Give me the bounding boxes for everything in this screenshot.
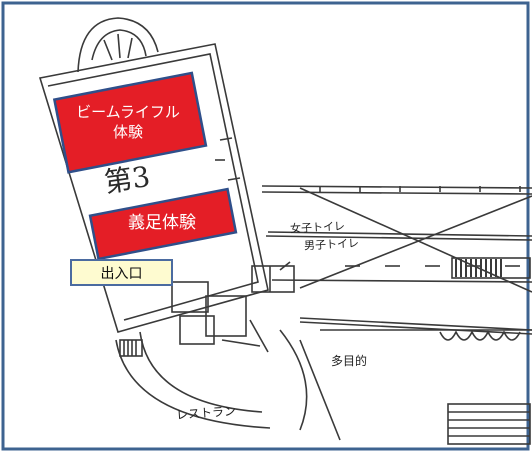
restaurant-curve-outer (115, 339, 271, 429)
prosthetic-label: 義足体験 (128, 212, 196, 233)
beam-life-label: ビームライフル 体験 (76, 102, 180, 141)
restaurant-curve-inner (139, 331, 263, 413)
entrance-label: 出入口 (70, 259, 173, 286)
bleacher-stripes (455, 259, 502, 277)
wavy-wall (439, 330, 521, 341)
plaza-curve (279, 329, 308, 431)
hall-outline (38, 43, 269, 333)
beam-life-box (52, 71, 208, 174)
stage-block (451, 257, 531, 279)
tower-cap-outline (77, 17, 159, 73)
women-toilet-label: 女子トイレ (289, 219, 346, 236)
hall-inner-wall (47, 53, 259, 321)
multipurpose-label: 多目的 (331, 354, 368, 368)
plan-linework (38, 17, 532, 445)
hall-diagonal-a (299, 187, 532, 293)
men-toilet-label: 男子トイレ (303, 236, 360, 253)
beam-life-box-group (52, 71, 208, 174)
prosthetic-box (88, 187, 238, 261)
hall-number-label: 第3 (102, 159, 153, 200)
tower-cap-inner (91, 29, 147, 61)
prosthetic-box-group (88, 187, 238, 261)
hall-diagonal-b (299, 195, 532, 289)
